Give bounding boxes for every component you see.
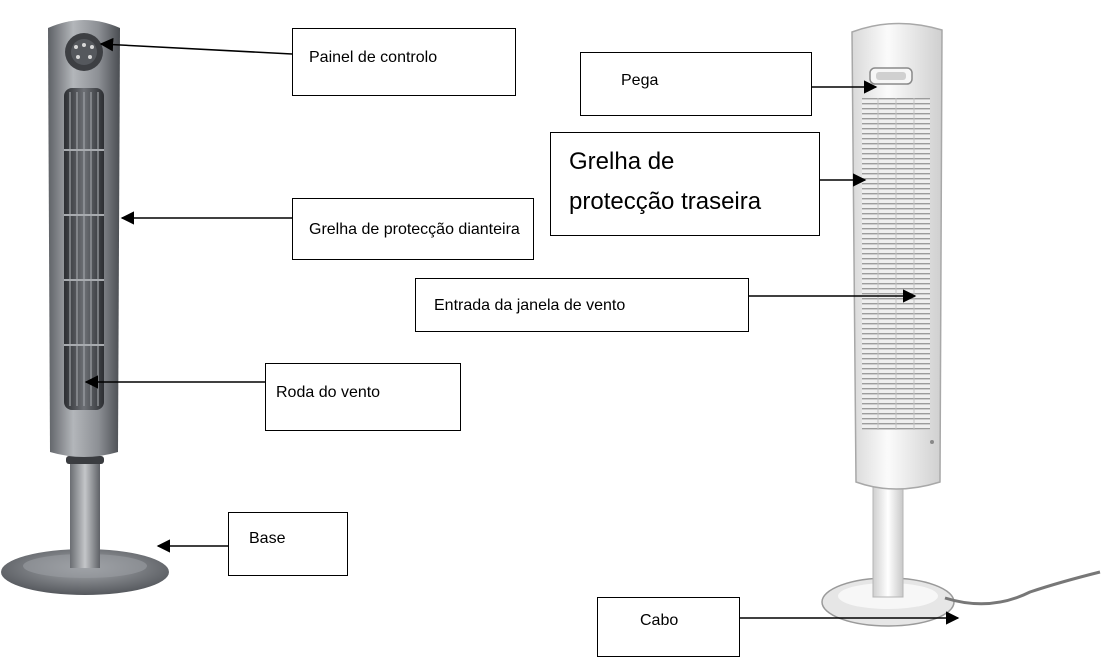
label-air-inlet-text: Entrada da janela de vento	[434, 297, 626, 314]
label-wind-wheel: Roda do vento	[265, 363, 461, 431]
arrow-control-panel	[99, 37, 293, 55]
label-rear-grille-line1: Grelha de	[569, 148, 675, 175]
label-cable-text: Cabo	[640, 612, 679, 629]
label-cable: Cabo	[597, 597, 740, 657]
label-handle: Pega	[580, 52, 812, 116]
label-front-grille-text: Grelha de protecção dianteira	[309, 221, 520, 238]
left-fan-illustration	[1, 20, 169, 595]
label-base: Base	[228, 512, 348, 576]
label-front-grille: Grelha de protecção dianteira	[292, 198, 534, 260]
label-control-panel: Painel de controlo	[292, 28, 516, 96]
label-handle-text: Pega	[621, 72, 659, 89]
right-fan-illustration	[821, 22, 1101, 627]
label-base-text: Base	[249, 530, 286, 547]
right-fan-pole	[872, 484, 904, 598]
label-air-inlet: Entrada da janela de vento	[415, 278, 749, 332]
callout-arrows	[84, 37, 960, 625]
label-control-panel-text: Painel de controlo	[309, 49, 438, 66]
right-fan-cable	[944, 570, 1101, 606]
left-fan-pole	[70, 458, 100, 568]
label-wind-wheel-text: Roda do vento	[276, 384, 381, 401]
label-rear-grille: Grelha de protecção traseira	[550, 132, 820, 236]
label-rear-grille-line2: protecção traseira	[569, 188, 762, 215]
